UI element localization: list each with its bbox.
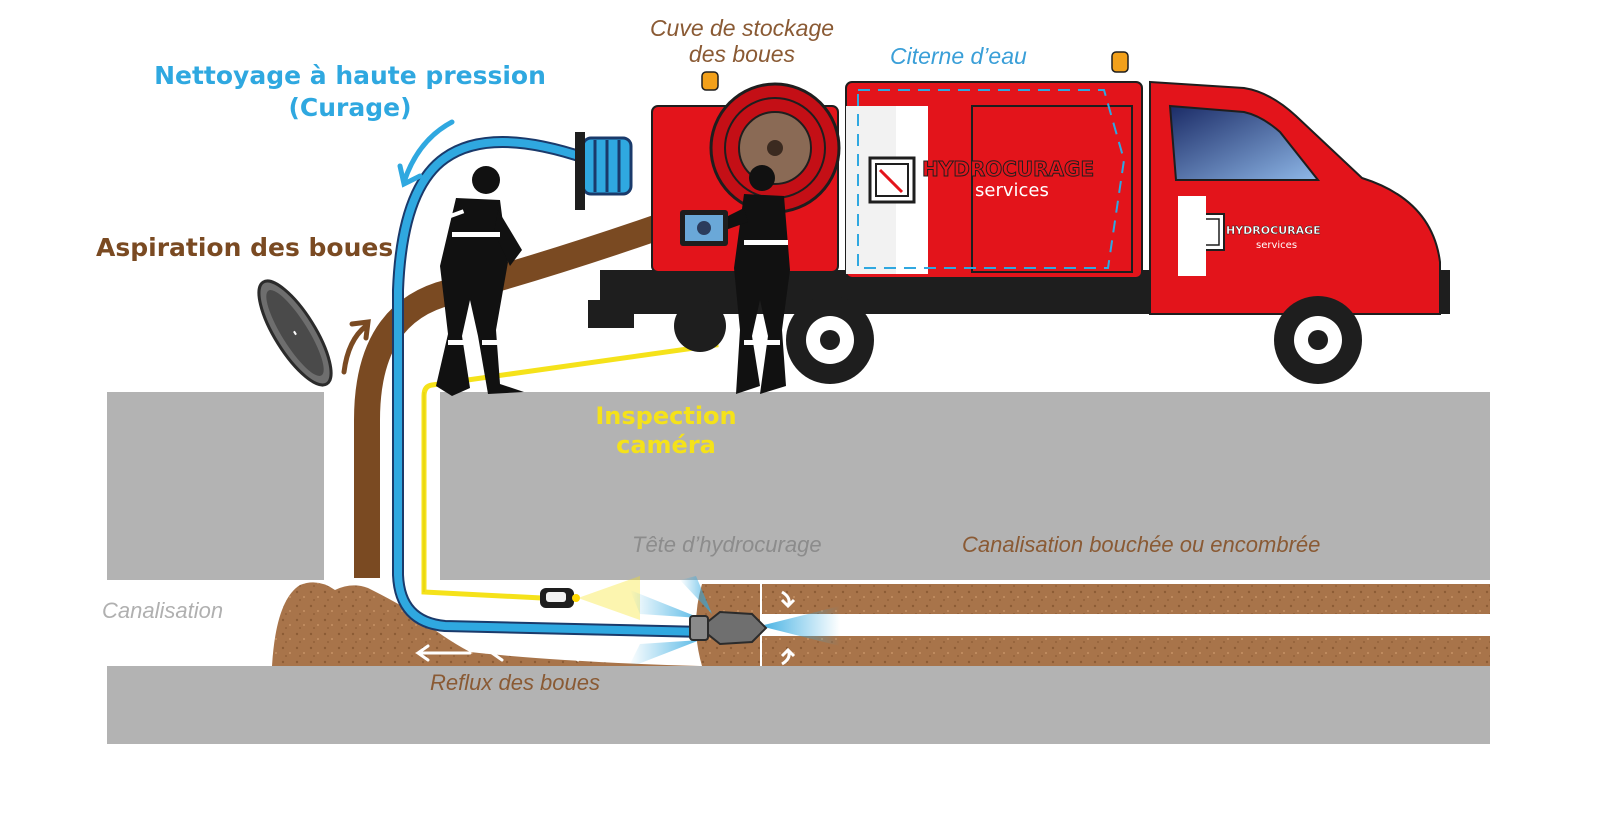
- truck-brand-large: HYDROCURAGE: [922, 157, 1094, 181]
- label-citerne: Citerne d’eau: [890, 43, 1027, 69]
- hose-reel: [709, 82, 841, 214]
- pipe-deposit-bottom: [762, 636, 1490, 666]
- sludge-pile: [272, 582, 700, 666]
- truck-sub-small: services: [1256, 240, 1297, 251]
- label-inspection-line2: caméra: [616, 431, 716, 459]
- label-tete: Tête d’hydrocurage: [632, 532, 822, 557]
- label-reflux: Reflux des boues: [430, 670, 600, 695]
- cab-window: [1168, 104, 1321, 181]
- truck-sub-large: services: [975, 180, 1049, 201]
- ground: [107, 392, 1490, 744]
- pipe-deposit-top: [762, 584, 1490, 614]
- water-down-arrow: [397, 119, 455, 188]
- water-tank-outline: [857, 89, 1126, 269]
- rear-wheel: [786, 296, 874, 384]
- label-nettoyage-line1: Nettoyage à haute pression: [154, 61, 546, 90]
- brand-logo: [868, 156, 916, 204]
- hose-coupling: [575, 132, 633, 210]
- label-canalisation-bouchee: Canalisation bouchée ou encombrée: [962, 532, 1320, 557]
- sludge-up-arrow: [341, 319, 371, 375]
- camera-robot: [540, 576, 640, 620]
- label-cuve-line1: Cuve de stockage: [650, 15, 834, 41]
- worker-suction: [436, 166, 524, 396]
- rear-beacon: [701, 71, 719, 91]
- ground-lower: [107, 666, 1490, 744]
- front-beacon: [1111, 51, 1129, 73]
- front-wheel: [1274, 296, 1362, 384]
- label-aspiration: Aspiration des boues: [96, 233, 393, 262]
- label-cuve-line2: des boues: [689, 41, 796, 67]
- ground-upper-left: [107, 392, 324, 580]
- camera-monitor: [680, 210, 728, 246]
- manhole-cover: [257, 279, 333, 387]
- ground-upper-right: [440, 392, 1490, 580]
- label-nettoyage-line2: (Curage): [288, 93, 411, 122]
- hydrocurage-nozzle: [628, 576, 840, 668]
- label-canalisation: Canalisation: [102, 598, 223, 623]
- truck-brand-small: HYDROCURAGE: [1226, 224, 1321, 237]
- clogged-pipe: [696, 584, 1490, 666]
- label-inspection-line1: Inspection: [595, 402, 736, 430]
- water-hose: [392, 136, 706, 638]
